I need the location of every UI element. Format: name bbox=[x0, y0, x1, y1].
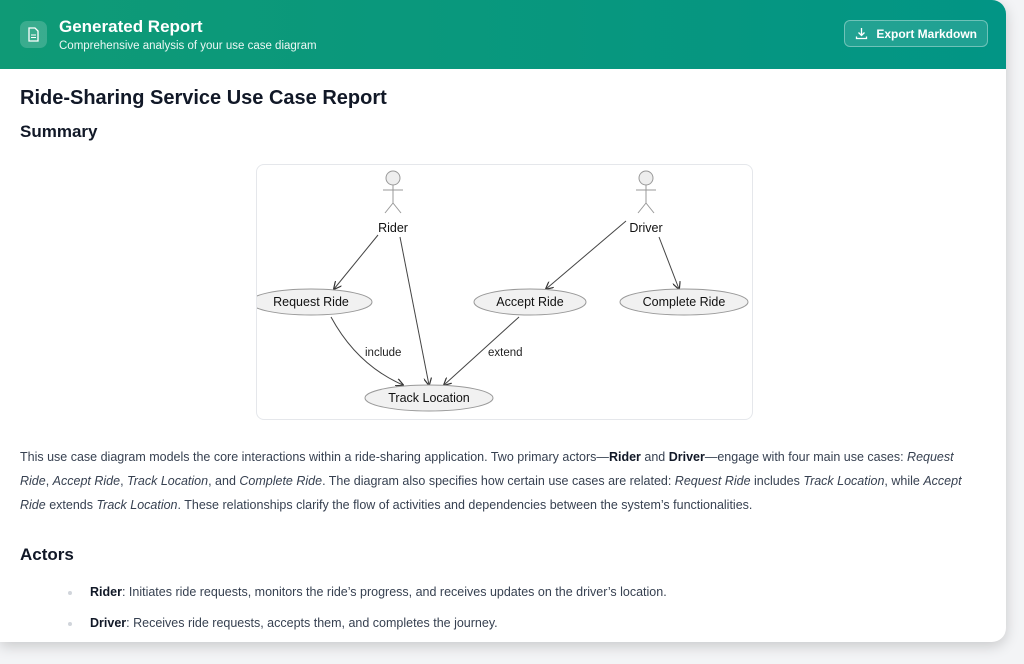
usecase-complete-ride bbox=[619, 288, 749, 316]
summary-segment: Driver bbox=[668, 450, 705, 464]
download-icon bbox=[856, 28, 868, 40]
summary-segment: includes bbox=[750, 474, 804, 488]
summary-segment: —engage with four main use cases: bbox=[704, 450, 908, 464]
actor-driver bbox=[636, 170, 656, 214]
summary-segment: Track Location bbox=[96, 498, 178, 512]
actors-heading: Actors bbox=[20, 545, 74, 564]
summary-segment: Complete Ride bbox=[239, 474, 323, 488]
summary-segment: . These relationships clarify the flow o… bbox=[177, 498, 753, 512]
edge-request-track bbox=[330, 316, 403, 385]
actor-driver-label: Driver bbox=[629, 221, 662, 235]
actor-description: : Receives ride requests, accepts them, … bbox=[126, 616, 498, 630]
export-label: Export Markdown bbox=[876, 26, 977, 41]
summary-segment: Track Location bbox=[803, 474, 885, 488]
document-icon bbox=[20, 21, 47, 48]
usecase-request-ride-label: Request Ride bbox=[273, 295, 349, 309]
list-item: Rider: Initiates ride requests, monitors… bbox=[68, 585, 986, 599]
extend-label: extend bbox=[488, 347, 523, 359]
edge-driver-complete bbox=[658, 236, 679, 289]
report-header: Generated Report Comprehensive analysis … bbox=[0, 0, 1006, 69]
summary-segment: Accept Ride bbox=[52, 474, 121, 488]
summary-segment: extends bbox=[45, 498, 97, 512]
list-item: Driver: Receives ride requests, accepts … bbox=[68, 616, 986, 630]
actors-list: Rider: Initiates ride requests, monitors… bbox=[68, 585, 986, 630]
summary-segment: , while bbox=[884, 474, 924, 488]
summary-heading: Summary bbox=[20, 122, 98, 141]
report-card: Generated Report Comprehensive analysis … bbox=[0, 0, 1006, 642]
summary-segment: Rider bbox=[608, 450, 641, 464]
summary-segment: Request Ride bbox=[20, 450, 954, 488]
actor-rider-label: Rider bbox=[378, 221, 408, 235]
summary-segment: Track Location bbox=[127, 474, 209, 488]
use-case-diagram: Rider Driver include extend Request Ride… bbox=[249, 164, 753, 420]
edge-rider-request bbox=[334, 234, 379, 289]
summary-segment: , bbox=[120, 474, 128, 488]
summary-segment: , bbox=[45, 474, 53, 488]
usecase-track-location-label: Track Location bbox=[388, 391, 470, 405]
report-title: Ride-Sharing Service Use Case Report bbox=[20, 87, 387, 109]
summary-segment: , and bbox=[208, 474, 240, 488]
usecase-accept-ride bbox=[473, 288, 587, 316]
summary-segment: . The diagram also specifies how certain… bbox=[322, 474, 675, 488]
header-subtitle: Comprehensive analysis of your use case … bbox=[59, 40, 317, 52]
edge-accept-track bbox=[444, 316, 520, 385]
summary-segment: and bbox=[640, 450, 669, 464]
actor-name: Driver bbox=[90, 616, 127, 630]
export-markdown-button[interactable]: Export Markdown bbox=[844, 20, 988, 47]
include-label: include bbox=[365, 347, 401, 359]
actor-description: : Initiates ride requests, monitors the … bbox=[121, 585, 667, 599]
edge-rider-track bbox=[399, 236, 429, 385]
actor-rider bbox=[383, 170, 403, 214]
usecase-track-location bbox=[364, 384, 494, 412]
summary-paragraph: This use case diagram models the core in… bbox=[20, 445, 986, 517]
edge-driver-accept bbox=[546, 220, 627, 289]
summary-segment: This use case diagram models the core in… bbox=[20, 450, 609, 464]
usecase-accept-ride-label: Accept Ride bbox=[496, 295, 563, 309]
actor-name: Rider bbox=[90, 585, 122, 599]
header-title: Generated Report bbox=[59, 17, 203, 36]
summary-segment: Accept Ride bbox=[20, 474, 962, 512]
usecase-complete-ride-label: Complete Ride bbox=[643, 295, 726, 309]
summary-segment: Request Ride bbox=[674, 474, 751, 488]
